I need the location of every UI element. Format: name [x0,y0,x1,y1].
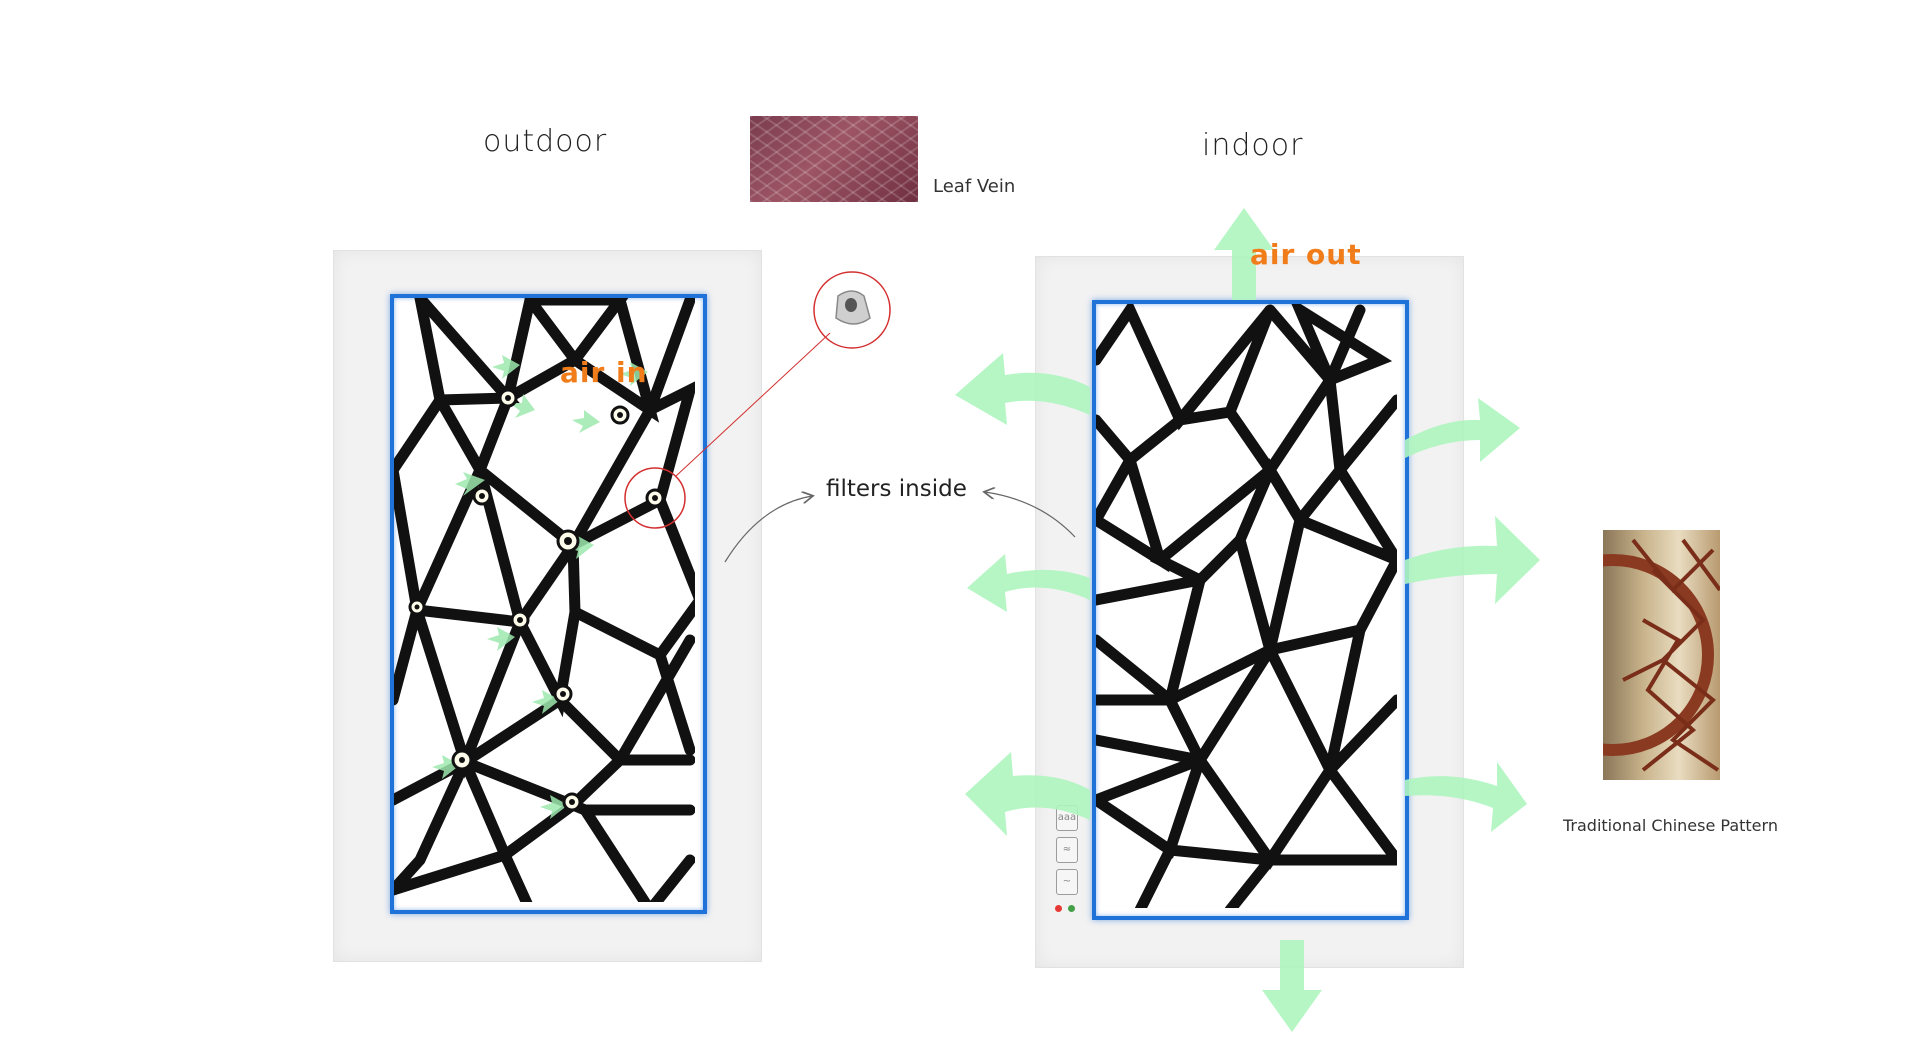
control-button-2[interactable]: ≈ [1056,837,1078,863]
air-in-arrows [432,355,648,819]
indoor-title: indoor [1202,128,1304,163]
leaf-vein-caption: Leaf Vein [933,176,1016,197]
indoor-triangle-pattern [1096,304,1397,908]
outdoor-triangle-pattern [394,298,695,902]
traditional-pattern-photo [1603,530,1720,780]
filters-pointer-right [985,492,1076,538]
indoor-filter-screen [1092,300,1409,920]
outdoor-title: outdoor [483,124,608,159]
traditional-pattern-caption: Traditional Chinese Pattern [1563,816,1778,835]
nozzle-icon [835,290,871,325]
node-zoom-callout [624,271,891,529]
control-button-3[interactable]: ~ [1056,869,1078,895]
air-out-label: air out [1250,238,1362,271]
leaf-vein-image [750,116,918,202]
filters-pointer-left [724,496,812,563]
air-out-arrows [955,208,1540,1032]
filters-inside-label: filters inside [826,476,967,502]
led-red [1055,905,1062,912]
led-green [1068,905,1075,912]
air-in-label: air in [560,356,648,389]
